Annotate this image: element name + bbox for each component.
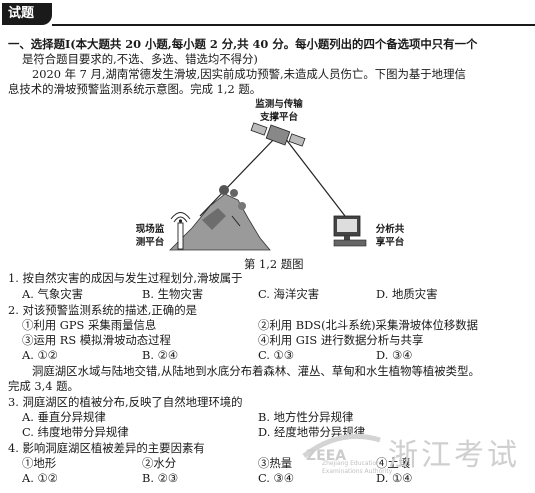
section-instruction-line-1: 一、选择题Ⅰ(本大题共 20 小题,每小题 2 分,共 40 分。每小题列出的四… [8, 37, 478, 51]
q3-option-b: B. 地方性分异规律 [258, 410, 354, 424]
q2-item-1: ①利用 GPS 采集雨量信息 [22, 318, 157, 332]
q2-option-d: D. ③④ [376, 348, 413, 362]
question-4-stem: 4. 影响洞庭湖区植被差异的主要因素有 [8, 441, 205, 455]
computer-icon [333, 215, 367, 247]
watermark-sub-2: Examinations Authority [322, 468, 393, 475]
zeea-badge-icon: ZEEA [302, 433, 381, 464]
q4-option-b: B. ②③ [142, 471, 179, 485]
q4-item-1: ①地形 [22, 456, 57, 470]
section-instruction-line-2: 是符合题目要求的,不选、多选、错选均不得分) [22, 52, 258, 66]
q4-option-d: D. ①④ [376, 471, 413, 485]
satellite-platform-label: 监测与传输 支撑平台 [255, 99, 303, 123]
watermark-text: 浙江考试 [388, 438, 520, 473]
landslide-hill-icon [169, 185, 271, 251]
q4-item-4: ④土壤 [376, 456, 411, 470]
passage-1-line-1: 2020 年 7 月,湖南常德发生滑坡,因实前成功预警,未造成人员伤亡。下图为基… [32, 67, 466, 81]
q1-option-b: B. 生物灾害 [142, 287, 204, 301]
figure-caption: 第 1,2 题图 [244, 257, 304, 271]
passage-2-line-2: 完成 3,4 题。 [8, 379, 79, 393]
landslide-monitoring-diagram: 监测与传输 支撑平台 现场监 测平台 分析共 享平台 [130, 98, 420, 253]
question-2-stem: 2. 对该预警监测系统的描述,正确的是 [8, 303, 197, 317]
passage-2-line-1: 洞庭湖区水域与陆地交错,从陆地到水底分布着森林、灌丛、草甸和水生植物等植被类型。 [32, 364, 480, 378]
q1-option-a: A. 气象灾害 [22, 287, 84, 301]
header-band: 试题 [0, 0, 535, 30]
analysis-sharing-label: 分析共 享平台 [375, 224, 405, 248]
question-3-stem: 3. 洞庭湖区的植被分布,反映了自然地理环境的 [8, 395, 243, 409]
q4-item-2: ②水分 [142, 456, 177, 470]
satellite-icon [250, 122, 306, 147]
q4-option-c: C. ③④ [258, 471, 294, 485]
header-rule [52, 24, 535, 26]
q1-option-d: D. 地质灾害 [376, 287, 438, 301]
diagram-illustration [169, 122, 367, 251]
svg-text:ZEEA: ZEEA [306, 448, 346, 464]
q2-item-3: ③运用 RS 模拟滑坡动态过程 [22, 333, 171, 347]
question-1-stem: 1. 按自然灾害的成因与发生过程划分,滑坡属于 [8, 271, 243, 285]
watermark-logo: ZEEA Zhejiang Education Examinations Aut… [300, 422, 535, 493]
field-monitoring-label: 现场监 测平台 [135, 224, 165, 248]
q2-option-b: B. ②④ [142, 348, 179, 362]
q3-option-c: C. 纬度地带分异规律 [22, 425, 129, 439]
q4-option-a: A. ①② [22, 471, 58, 485]
q2-item-4: ④利用 GIS 进行数据分析与共享 [258, 333, 424, 347]
monitoring-station-icon [170, 212, 191, 250]
q2-option-a: A. ①② [22, 348, 58, 362]
q2-item-2: ②利用 BDS(北斗系统)采集滑坡体位移数据 [258, 318, 479, 332]
passage-1-line-2: 息技术的滑坡预警监测系统示意图。完成 1,2 题。 [8, 82, 262, 96]
q1-option-c: C. 海洋灾害 [258, 287, 320, 301]
q4-item-3: ③热量 [258, 456, 293, 470]
section-tab: 试题 [2, 3, 52, 25]
q3-option-d: D. 经度地带分异规律 [258, 425, 366, 439]
watermark-sub-1: Zhejiang Education [322, 460, 381, 467]
q2-option-c: C. ①③ [258, 348, 294, 362]
q3-option-a: A. 垂直分异规律 [22, 410, 106, 424]
